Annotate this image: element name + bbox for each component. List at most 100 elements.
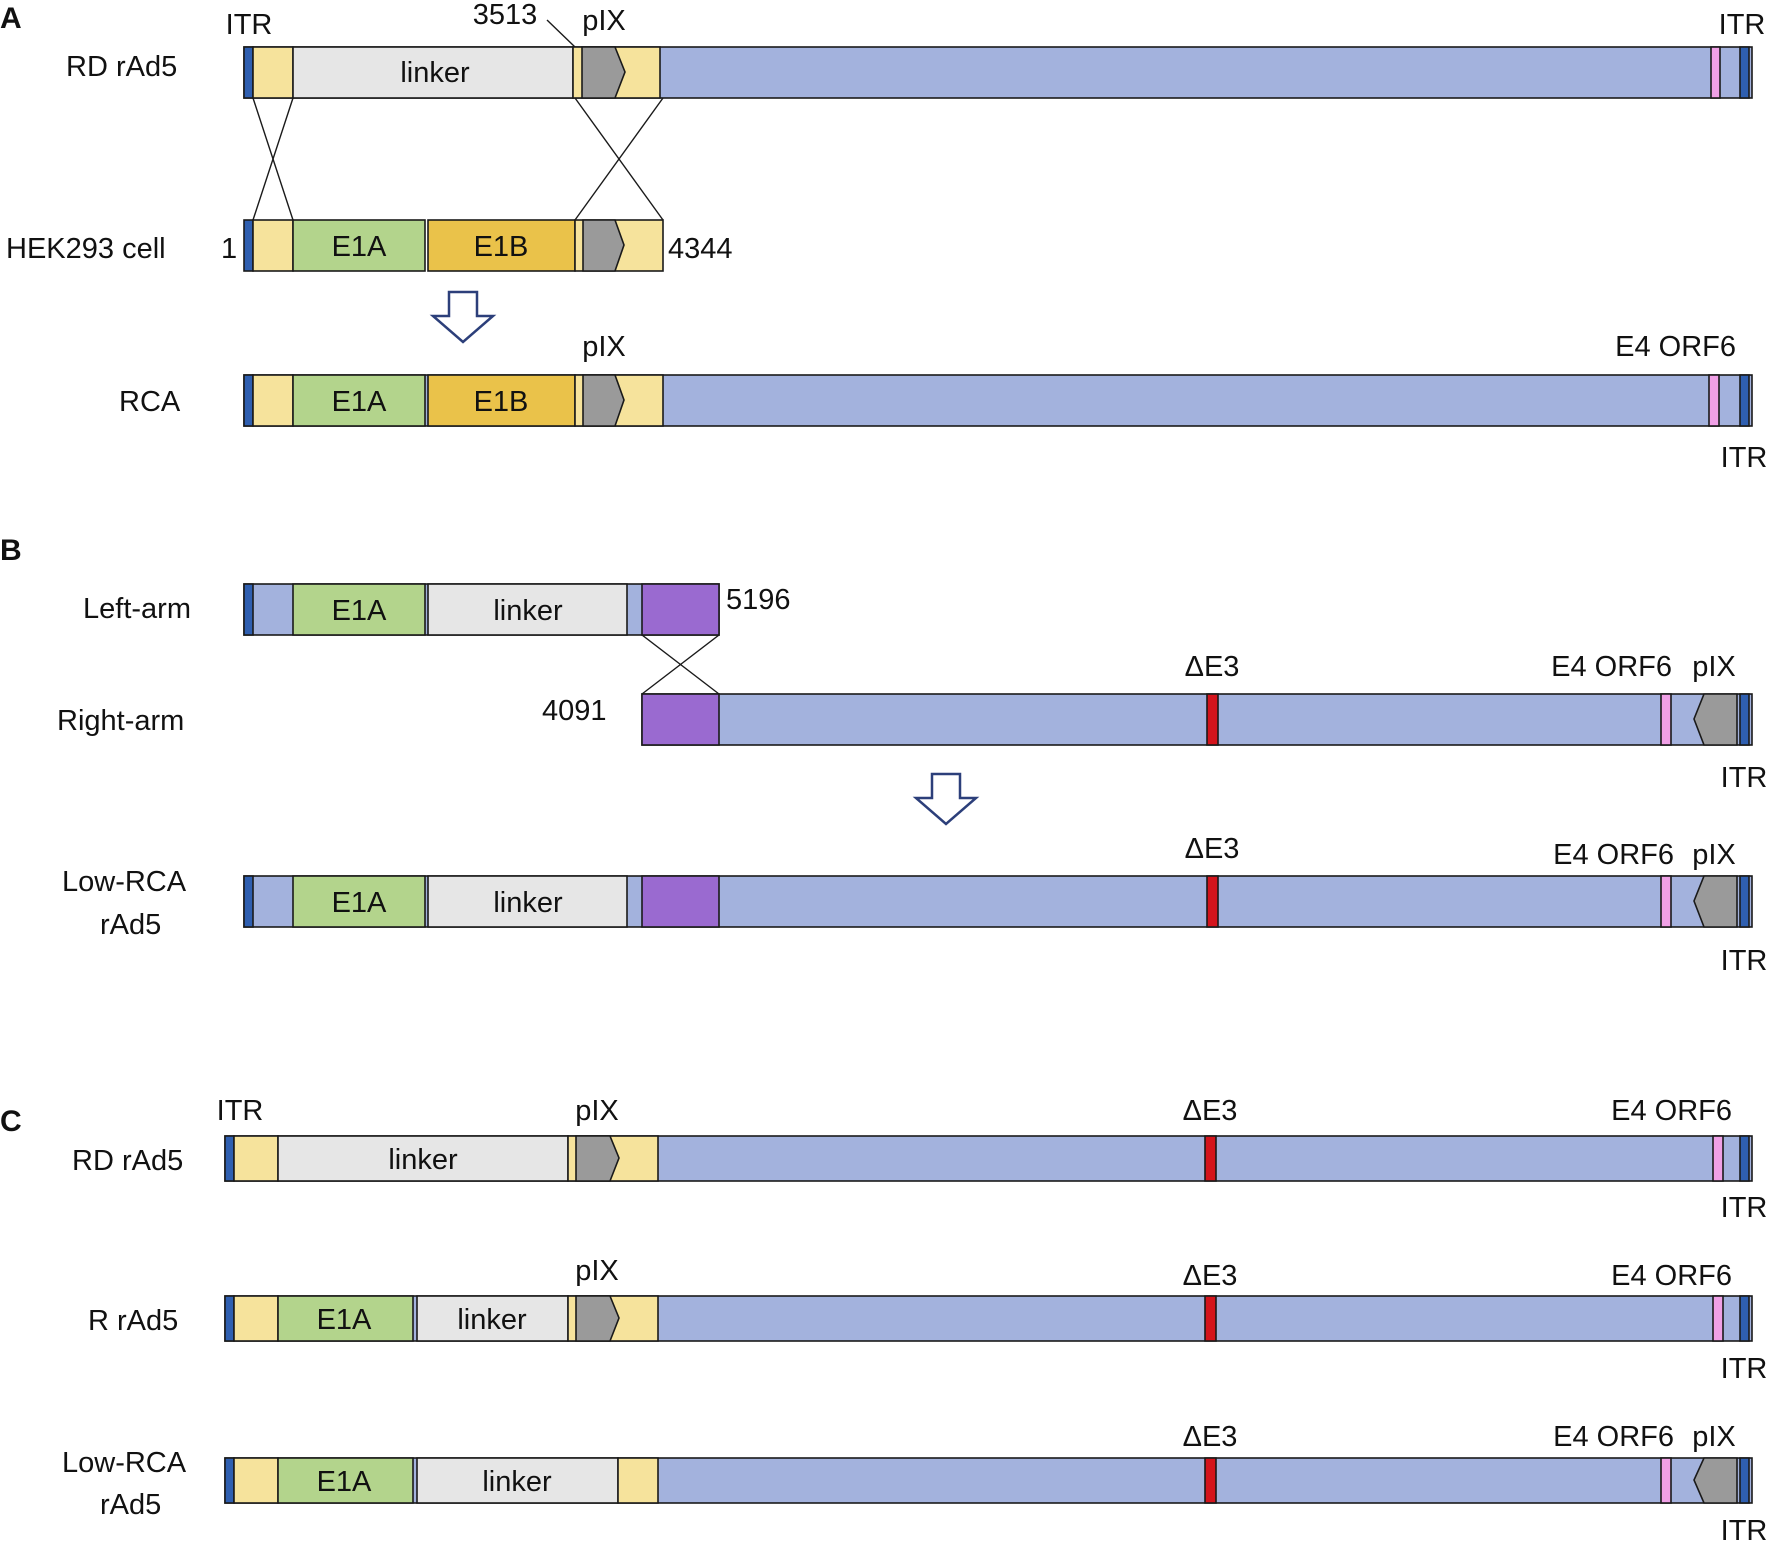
itr-left-label: ITR <box>217 1095 264 1127</box>
itr-label: ITR <box>1721 442 1768 474</box>
e1a-label: E1A <box>332 231 387 263</box>
e1a-segment <box>292 583 426 636</box>
e1a-segment <box>292 374 426 427</box>
e1a-segment <box>277 1457 414 1504</box>
itr-label: ITR <box>1721 762 1768 794</box>
itr-label: ITR <box>1721 945 1768 977</box>
e4orf6-segment <box>1660 875 1672 928</box>
position-3513-label: 3513 <box>473 0 538 31</box>
delta-e3-segment <box>1204 1457 1217 1504</box>
delta-e3-label: ΔE3 <box>1185 833 1240 865</box>
delta-e3-label: ΔE3 <box>1183 1421 1238 1453</box>
pix-label: pIX <box>582 331 626 363</box>
flank-left-segment <box>233 1135 279 1182</box>
e1a-segment <box>277 1295 414 1342</box>
linker-label: linker <box>400 57 470 89</box>
e1a-label: E1A <box>317 1304 372 1336</box>
panel-c-letter: C <box>0 1105 22 1138</box>
itr-right-label: ITR <box>1721 1192 1768 1224</box>
pix-gene-arrow <box>1693 875 1738 928</box>
position-3513-leader <box>546 19 576 48</box>
construct-rd-rad5-c: RD rAd5 linker ITR pIX ΔE3 E4 ORF6 ITR <box>72 1095 1767 1224</box>
linker-segment <box>292 46 574 99</box>
itr-left-segment <box>224 1135 235 1182</box>
itr-left-segment <box>224 1457 235 1504</box>
construct-low-rca-rad5-b: Low-RCA rAd5 E1A linker ΔE3 E4 ORF6 pIX … <box>62 833 1767 977</box>
construct-label: RD rAd5 <box>66 51 177 83</box>
pix-label: pIX <box>582 5 626 37</box>
e1a-label: E1A <box>332 386 387 418</box>
pix-label: pIX <box>575 1255 619 1287</box>
e4orf6-label: E4 ORF6 <box>1553 839 1674 871</box>
linker-label: linker <box>482 1466 552 1498</box>
itr-right-segment <box>1739 374 1750 427</box>
panel-a-letter: A <box>0 2 22 35</box>
linker-segment <box>427 875 628 928</box>
construct-right-arm: Right-arm 4091 ΔE3 E4 ORF6 pIX ITR <box>57 651 1767 794</box>
e1b-segment <box>427 374 576 427</box>
pix-gene-arrow <box>581 46 626 99</box>
pix-label: pIX <box>1692 1421 1736 1453</box>
panel-c: C RD rAd5 linker ITR pIX ΔE3 E4 ORF6 ITR… <box>0 1095 1767 1544</box>
e1a-segment <box>292 875 426 928</box>
recombination-crossover-a <box>252 97 664 221</box>
e1b-label: E1B <box>474 231 529 263</box>
construct-rd-rad5-a: RD rAd5 linker ITR ITR 3513 pIX <box>66 0 1766 99</box>
itr-label: ITR <box>1721 1353 1768 1385</box>
itr-segment <box>243 583 254 636</box>
itr-right-segment <box>1739 1457 1750 1504</box>
e4orf6-segment <box>1660 1457 1672 1504</box>
overlap-segment <box>641 875 720 928</box>
flank-left-segment <box>252 374 294 427</box>
end-position-label: 4344 <box>668 233 733 265</box>
delta-e3-segment <box>1204 1135 1217 1182</box>
panel-b: B Left-arm E1A linker 5196 Right-arm 409… <box>0 534 1767 977</box>
pix-gene-arrow <box>575 1295 620 1342</box>
hollow-down-arrow-icon <box>429 290 497 344</box>
start-position-label: 1 <box>221 233 237 265</box>
construct-label: R rAd5 <box>88 1305 178 1337</box>
pix-label: pIX <box>1692 839 1736 871</box>
itr-segment <box>1739 693 1750 746</box>
panel-a: A RD rAd5 linker ITR ITR 3513 pIX <box>0 0 1767 474</box>
hollow-down-arrow-icon <box>912 772 980 826</box>
itr-segment <box>243 219 254 272</box>
recombination-crossover-b <box>641 634 720 695</box>
construct-label: HEK293 cell <box>6 233 166 265</box>
construct-rca: RCA E1A E1B pIX E4 ORF6 ITR <box>119 331 1767 474</box>
e1a-label: E1A <box>332 595 387 627</box>
pix-label: pIX <box>575 1095 619 1127</box>
linker-label: linker <box>493 887 563 919</box>
overlap-segment <box>641 693 720 746</box>
linker-label: linker <box>388 1144 458 1176</box>
linker-label: linker <box>493 595 563 627</box>
e4orf6-label: E4 ORF6 <box>1611 1095 1732 1127</box>
construct-label-line2: rAd5 <box>100 1489 161 1521</box>
itr-left-segment <box>243 46 254 99</box>
pix-gene-arrow <box>582 219 625 272</box>
construct-label: Right-arm <box>57 705 184 737</box>
e4orf6-segment <box>1708 374 1720 427</box>
delta-e3-segment <box>1204 1295 1217 1342</box>
construct-low-rca-rad5-c: Low-RCA rAd5 E1A linker ΔE3 E4 ORF6 pIX … <box>62 1421 1767 1544</box>
itr-right-segment <box>1739 1295 1750 1342</box>
e4orf6-segment <box>1710 46 1721 99</box>
overlap-segment <box>641 583 720 636</box>
linker-segment <box>277 1135 569 1182</box>
delta-e3-label: ΔE3 <box>1183 1095 1238 1127</box>
e4orf6-segment <box>1660 693 1672 746</box>
pix-gene-arrow <box>575 1135 620 1182</box>
itr-right-label: ITR <box>1719 9 1766 41</box>
flank-right-segment <box>617 1457 659 1504</box>
panel-b-letter: B <box>0 534 22 567</box>
e4orf6-label: E4 ORF6 <box>1611 1260 1732 1292</box>
linker-segment <box>416 1457 619 1504</box>
linker-segment <box>427 583 628 636</box>
pix-gene-arrow <box>582 374 625 427</box>
itr-left-segment <box>243 374 254 427</box>
construct-label: Left-arm <box>83 593 191 625</box>
start-position-label: 4091 <box>542 695 607 727</box>
itr-left-segment <box>243 875 254 928</box>
construct-label-line1: Low-RCA <box>62 866 187 898</box>
